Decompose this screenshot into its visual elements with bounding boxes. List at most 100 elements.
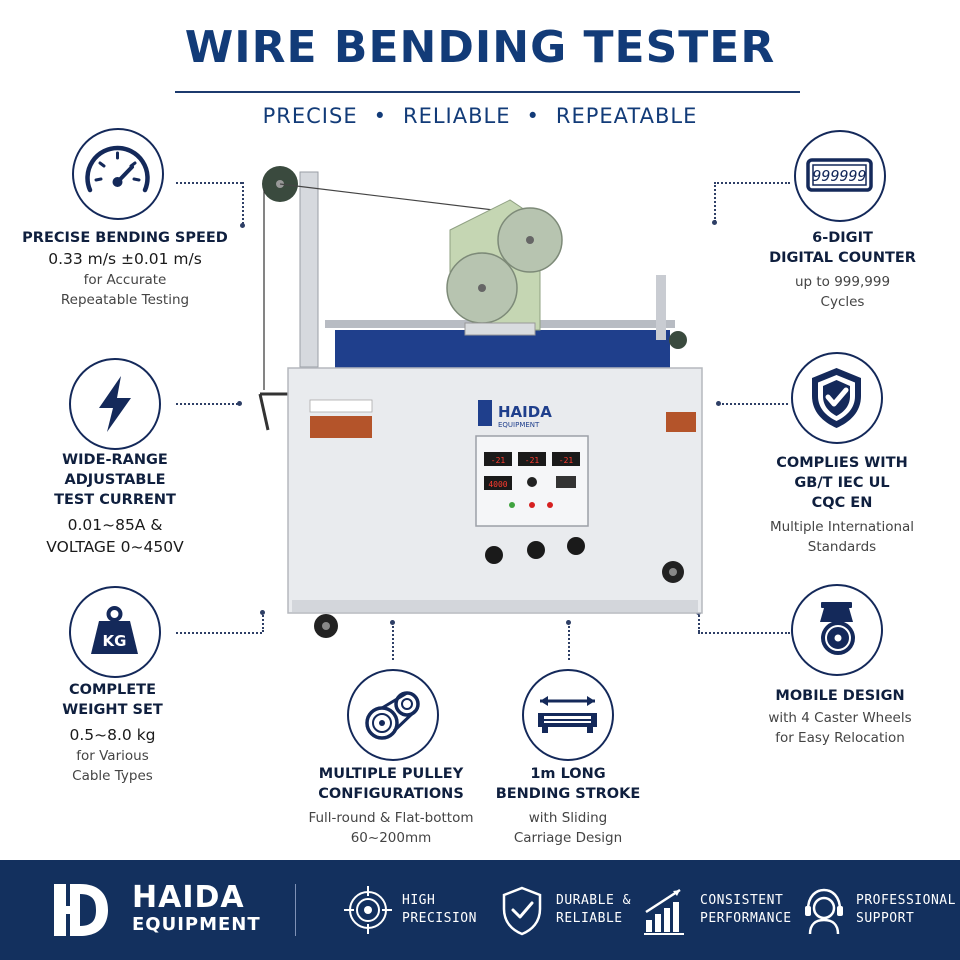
- weight-icon: KG: [69, 586, 161, 678]
- connector-line: [714, 182, 790, 184]
- feature-desc: 60~200mm: [350, 830, 432, 846]
- footer-brand: HAIDA EQUIPMENT: [132, 882, 261, 936]
- control-knob[interactable]: [485, 546, 503, 564]
- feature-value: VOLTAGE 0~450V: [46, 538, 184, 556]
- shield-check-icon: [502, 886, 542, 936]
- feature-desc: Standards: [807, 539, 877, 555]
- feature-title: DIGITAL COUNTER: [769, 250, 916, 266]
- control-knob[interactable]: [527, 541, 545, 559]
- display-readout: -21: [491, 456, 506, 465]
- connector-line: [698, 632, 790, 634]
- footer-item-label: HIGH PRECISION: [402, 892, 477, 928]
- feature-counter: 6-DIGIT DIGITAL COUNTER up to 999,999 Cy…: [740, 228, 945, 312]
- footer-item-label: PROFESSIONAL SUPPORT: [856, 892, 956, 928]
- tagline-dot: •: [373, 104, 387, 128]
- bar-chart-icon: [644, 888, 684, 935]
- feature-desc: with Sliding: [528, 810, 608, 826]
- stroke-icon: [522, 669, 614, 761]
- headset-icon: [805, 888, 843, 935]
- control-switch[interactable]: [556, 476, 576, 488]
- feature-desc: with 4 Caster Wheels: [768, 710, 912, 726]
- feature-desc: Cycles: [820, 294, 865, 310]
- feature-title: PRECISE BENDING SPEED: [22, 230, 228, 246]
- feature-value: 0.5~8.0 kg: [69, 726, 156, 744]
- counter-icon-label: 999999: [812, 167, 866, 185]
- feature-title: 6-DIGIT: [812, 230, 873, 246]
- connector-dot: [240, 223, 245, 228]
- shield-check-icon: [791, 352, 883, 444]
- connector-dot: [260, 610, 265, 615]
- tagline-precise: PRECISE: [262, 104, 358, 128]
- feature-title: MOBILE DESIGN: [775, 688, 905, 704]
- connector-dot: [712, 220, 717, 225]
- feature-desc: for Accurate: [83, 272, 167, 288]
- footer-item-line: PRECISION: [402, 911, 477, 926]
- footer-item-line: SUPPORT: [856, 911, 915, 926]
- tagline-repeatable: REPEATABLE: [555, 104, 698, 128]
- footer-divider: [295, 884, 296, 936]
- feature-desc: Full-round & Flat-bottom: [308, 810, 474, 826]
- connector-line: [242, 182, 244, 224]
- terminal-block: [310, 416, 372, 438]
- connector-dot: [390, 620, 395, 625]
- feature-value: 0.01~85A &: [67, 516, 163, 534]
- feature-pulley: MULTIPLE PULLEY CONFIGURATIONS Full-roun…: [296, 764, 486, 848]
- footer-item-line: HIGH: [402, 893, 436, 908]
- machine-illustration: HAIDA EQUIPMENT -21 -21 -21 4000: [258, 166, 703, 638]
- connector-line: [392, 622, 394, 660]
- machine-brand-sub: EQUIPMENT: [498, 421, 540, 429]
- feature-title: WIDE-RANGE: [62, 452, 168, 468]
- feature-desc: for Easy Relocation: [775, 730, 905, 746]
- connector-line: [714, 182, 716, 222]
- connector-line: [568, 622, 570, 660]
- feature-title: MULTIPLE PULLEY: [318, 766, 464, 782]
- footer-bar: HAIDA EQUIPMENT HIGH PRECISION DURABLE &…: [0, 860, 960, 960]
- connector-line: [262, 612, 264, 632]
- feature-current: WIDE-RANGE ADJUSTABLE TEST CURRENT 0.01~…: [10, 450, 220, 558]
- feature-desc: Repeatable Testing: [60, 292, 190, 308]
- feature-desc: Multiple International: [769, 519, 915, 535]
- feature-title: BENDING STROKE: [495, 786, 641, 802]
- control-knob[interactable]: [567, 537, 585, 555]
- connector-dot: [566, 620, 571, 625]
- machine-brand: HAIDA: [498, 403, 552, 421]
- feature-weight: COMPLETE WEIGHT SET 0.5~8.0 kg for Vario…: [10, 680, 215, 786]
- feature-desc: for Various: [76, 748, 149, 764]
- footer-item-label: CONSISTENT PERFORMANCE: [700, 892, 792, 928]
- display-readout: -21: [559, 456, 574, 465]
- target-icon: [344, 886, 392, 934]
- feature-title: COMPLETE: [69, 682, 156, 698]
- machine-column: [299, 171, 319, 368]
- feature-desc: Cable Types: [72, 768, 153, 784]
- control-knob[interactable]: [527, 477, 537, 487]
- machine-back-panel: [335, 330, 670, 372]
- wire-cable: [279, 183, 511, 213]
- feature-value: 0.33 m/s ±0.01 m/s: [48, 250, 202, 268]
- title-divider: [175, 91, 800, 93]
- feature-title: COMPLIES WITH: [776, 455, 908, 471]
- footer-item-line: RELIABLE: [556, 911, 623, 926]
- footer-item-line: PERFORMANCE: [700, 911, 792, 926]
- connector-dot: [716, 401, 721, 406]
- feature-title: ADJUSTABLE: [64, 472, 166, 488]
- tagline-dot: •: [526, 104, 540, 128]
- feature-desc: up to 999,999: [794, 274, 891, 290]
- feature-stroke: 1m LONG BENDING STROKE with Sliding Carr…: [478, 764, 658, 848]
- connector-line: [176, 403, 238, 405]
- terminal-block: [666, 412, 696, 432]
- gauge-icon: [72, 128, 164, 220]
- footer-item-line: CONSISTENT: [700, 893, 784, 908]
- lightning-icon: [69, 358, 161, 450]
- feature-mobile: MOBILE DESIGN with 4 Caster Wheels for E…: [740, 686, 940, 748]
- feature-title: GB/T IEC UL: [794, 475, 890, 491]
- connector-dot: [237, 401, 242, 406]
- footer-brand-name: HAIDA: [132, 880, 245, 915]
- feature-speed: PRECISE BENDING SPEED 0.33 m/s ±0.01 m/s…: [15, 228, 235, 310]
- display-readout: -21: [525, 456, 540, 465]
- pulley-icon: [347, 669, 439, 761]
- page-title: WIRE BENDING TESTER: [184, 22, 776, 73]
- footer-brand-sub: EQUIPMENT: [132, 914, 261, 935]
- counter-display: 4000: [488, 480, 507, 489]
- feature-title: CQC EN: [811, 495, 873, 511]
- feature-title: TEST CURRENT: [54, 492, 176, 508]
